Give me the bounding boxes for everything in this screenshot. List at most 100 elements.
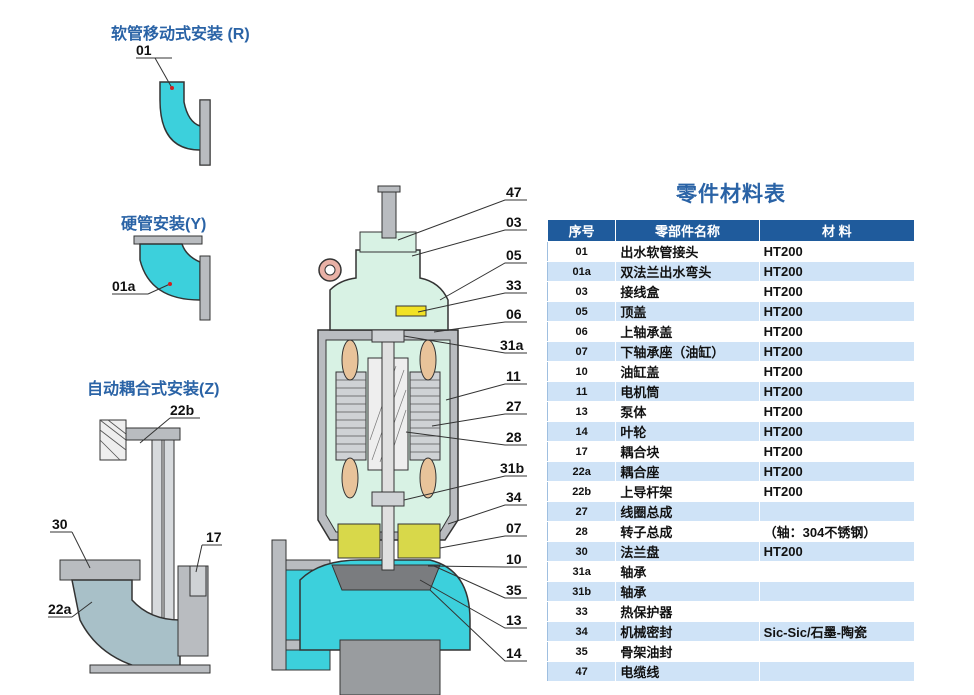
table-cell-material — [759, 501, 916, 522]
label-07: 07 — [506, 520, 522, 536]
table-cell-name: 双法兰出水弯头 — [615, 261, 760, 282]
table-cell-no: 10 — [547, 361, 617, 382]
table-cell-material — [759, 641, 916, 662]
table-cell-no: 06 — [547, 321, 617, 342]
table-cell-no: 17 — [547, 441, 617, 462]
label-22b: 22b — [170, 402, 195, 418]
hard-pipe-install-title: 硬管安装(Y) — [121, 216, 207, 233]
table-cell-no: 01 — [547, 241, 617, 262]
table-cell-no: 11 — [547, 381, 617, 402]
table-cell-name: 热保护器 — [615, 601, 760, 622]
label-14: 14 — [506, 645, 522, 661]
label-10: 10 — [506, 551, 522, 567]
table-cell-name: 骨架油封 — [615, 641, 760, 662]
table-cell-name: 转子总成 — [615, 521, 760, 542]
label-06: 06 — [506, 306, 522, 322]
label-17: 17 — [206, 529, 222, 545]
table-cell-material: （轴：304不锈钢） — [759, 521, 916, 542]
table-cell-material — [759, 661, 916, 682]
table-cell-material — [759, 581, 916, 602]
table-cell-no: 22a — [547, 461, 617, 482]
table-cell-material: HT200 — [759, 381, 916, 402]
label-01a: 01a — [112, 278, 136, 294]
table-cell-no: 33 — [547, 601, 617, 622]
header-no: 序号 — [546, 219, 617, 242]
table-cell-no: 13 — [547, 401, 617, 422]
table-cell-name: 叶轮 — [615, 421, 760, 442]
table-cell-material: HT200 — [759, 541, 916, 562]
header-name: 零部件名称 — [615, 219, 760, 242]
table-cell-name: 机械密封 — [615, 621, 760, 642]
table-cell-material: HT200 — [759, 241, 916, 262]
hose-install-title: 软管移动式安装 (R) — [111, 26, 250, 43]
table-cell-name: 下轴承座（油缸） — [615, 341, 760, 362]
table-cell-no: 27 — [547, 501, 617, 522]
label-27: 27 — [506, 398, 522, 414]
table-cell-no: 05 — [547, 301, 617, 322]
table-cell-material: HT200 — [759, 321, 916, 342]
table-cell-material — [759, 601, 916, 622]
table-header-row: 序号 零部件名称 材 料 — [546, 219, 916, 242]
label-31a: 31a — [500, 337, 524, 353]
table-cell-name: 顶盖 — [615, 301, 760, 322]
table-cell-no: 14 — [547, 421, 617, 442]
hard-pipe-elbow-drawing — [133, 235, 211, 321]
table-cell-material: HT200 — [759, 441, 916, 462]
hose-elbow-drawing — [159, 81, 211, 166]
table-cell-name: 接线盒 — [615, 281, 760, 302]
table-cell-name: 电机筒 — [615, 381, 760, 402]
table-cell-material — [759, 561, 916, 582]
label-28: 28 — [506, 429, 522, 445]
label-22a: 22a — [48, 601, 72, 617]
auto-coupling-drawing — [59, 419, 211, 674]
label-13: 13 — [506, 612, 522, 628]
table-cell-no: 31b — [547, 581, 617, 602]
label-03: 03 — [506, 214, 522, 230]
table-cell-name: 上导杆架 — [615, 481, 760, 502]
table-cell-name: 轴承 — [615, 561, 760, 582]
table-cell-name: 耦合座 — [615, 461, 760, 482]
table-cell-name: 油缸盖 — [615, 361, 760, 382]
table-cell-no: 31a — [547, 561, 617, 582]
table-cell-name: 泵体 — [615, 401, 760, 422]
table-cell-material: HT200 — [759, 461, 916, 482]
table-cell-material: Sic-Sic/石墨-陶瓷 — [759, 621, 916, 642]
table-cell-name: 电缆线 — [615, 661, 760, 682]
pump-leader-lines — [397, 199, 527, 662]
pump-cutaway — [271, 185, 471, 695]
label-34: 34 — [506, 489, 522, 505]
table-cell-no: 28 — [547, 521, 617, 542]
table-cell-material: HT200 — [759, 481, 916, 502]
parts-table-title: 零件材料表 — [676, 183, 786, 206]
table-cell-no: 03 — [547, 281, 617, 302]
table-cell-name: 法兰盘 — [615, 541, 760, 562]
label-30: 30 — [52, 516, 68, 532]
table-cell-name: 线圈总成 — [615, 501, 760, 522]
table-cell-no: 30 — [547, 541, 617, 562]
auto-coupling-install-title: 自动耦合式安装(Z) — [87, 381, 220, 398]
table-cell-material: HT200 — [759, 301, 916, 322]
table-cell-material: HT200 — [759, 281, 916, 302]
table-cell-material: HT200 — [759, 261, 916, 282]
table-cell-material: HT200 — [759, 341, 916, 362]
table-cell-name: 上轴承盖 — [615, 321, 760, 342]
table-cell-name: 出水软管接头 — [615, 241, 760, 262]
label-05: 05 — [506, 247, 522, 263]
label-35: 35 — [506, 582, 522, 598]
